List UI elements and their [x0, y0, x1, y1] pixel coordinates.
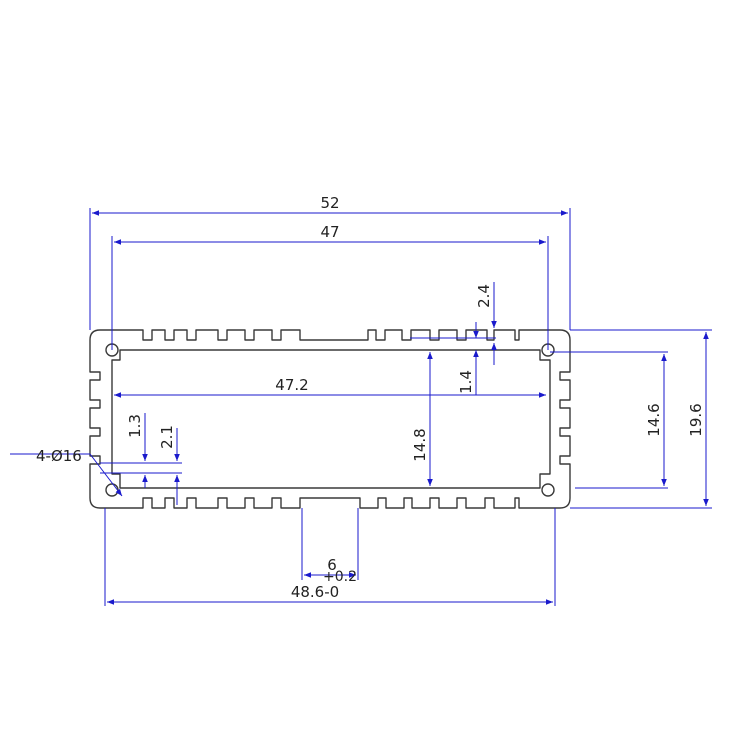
profile-inner-cavity — [111, 349, 551, 489]
label-holes: 4-Ø16 — [36, 447, 82, 465]
profile-outline — [89, 329, 571, 509]
label-slot-tolerance: +0.2 — [323, 569, 357, 585]
profile-top-edge — [100, 329, 560, 341]
label-base-width: 48.6-0 — [291, 583, 339, 601]
label-wall-offset: 1.4 — [457, 370, 475, 394]
label-fin-step: 2.1 — [158, 425, 176, 449]
label-inner-width: 47 — [320, 223, 339, 241]
dimension-layer — [10, 208, 712, 606]
label-inner-height: 14.8 — [411, 428, 429, 461]
label-fin-depth: 1.3 — [126, 414, 144, 438]
profile-bottom-edge — [100, 497, 560, 509]
label-outer-height: 19.6 — [687, 403, 705, 436]
label-slot-depth: 2.4 — [475, 284, 493, 308]
label-inner-length: 47.2 — [275, 376, 308, 394]
hole-bottom-left — [105, 483, 119, 497]
label-inner-gap: 14.6 — [645, 403, 663, 436]
label-slot-width: 6 — [327, 556, 337, 574]
dimension-labels: 52 47 47.2 2.4 1.4 14.8 14.6 19.6 1.3 2.… — [36, 194, 705, 601]
label-outer-width: 52 — [320, 194, 339, 212]
hole-bottom-right — [541, 483, 555, 497]
profile-left-edge — [89, 329, 101, 509]
profile-right-edge — [559, 329, 571, 509]
